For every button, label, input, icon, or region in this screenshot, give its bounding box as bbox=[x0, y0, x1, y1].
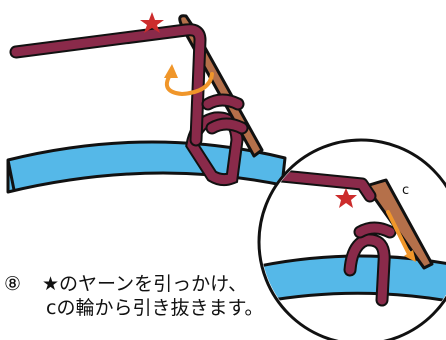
down-arrow-icon bbox=[404, 250, 416, 262]
inset-detail bbox=[261, 169, 446, 307]
star-icon bbox=[335, 188, 357, 208]
curved-arrow-icon bbox=[165, 72, 214, 97]
yarn-wrap bbox=[207, 119, 247, 133]
yarn-strand bbox=[11, 25, 205, 145]
step-caption: ⑧ ★のヤーンを引っかけ、 cの輪から引き抜きます。 bbox=[4, 272, 304, 320]
yarn-wrap bbox=[203, 95, 243, 109]
caption-text-1: ★のヤーンを引っかけ、 bbox=[42, 273, 248, 295]
star-icon bbox=[140, 12, 164, 33]
caption-line-1: ⑧ ★のヤーンを引っかけ、 bbox=[4, 272, 304, 296]
step-number: ⑧ bbox=[4, 273, 22, 295]
fabric-strip-edge bbox=[6, 159, 16, 191]
curved-arrow-head bbox=[164, 64, 178, 78]
loop-label: c bbox=[402, 183, 409, 198]
caption-line-2: cの輪から引き抜きます。 bbox=[46, 297, 264, 319]
fabric-strip bbox=[6, 140, 287, 194]
